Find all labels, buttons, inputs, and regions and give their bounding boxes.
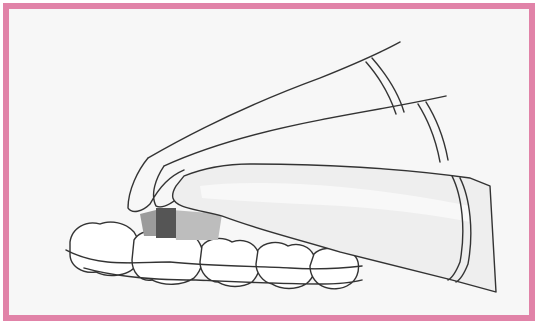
handle-line-1 (148, 42, 400, 158)
tooth-3 (200, 239, 260, 287)
tooth-4 (256, 243, 316, 289)
shade-dark-center (156, 208, 176, 238)
tooth-1 (70, 222, 139, 275)
band-3 (418, 104, 440, 162)
band-2 (372, 58, 404, 112)
tip-curve-1 (128, 158, 184, 211)
handle-line-2 (164, 96, 446, 166)
band-4 (426, 102, 448, 160)
